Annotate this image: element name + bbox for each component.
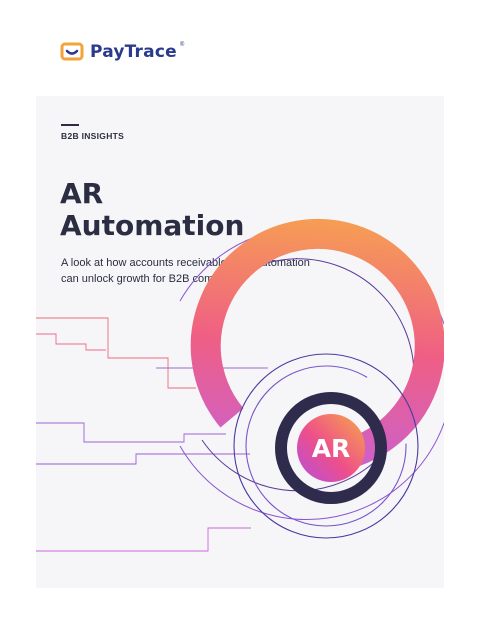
eyebrow-label: B2B INSIGHTS: [61, 131, 125, 141]
circuit-line-1: [36, 317, 196, 389]
brand-trademark: ®: [179, 42, 185, 48]
ar-illustration: AR: [36, 218, 444, 552]
cover-panel: B2B INSIGHTS AR Automation A look at how…: [36, 96, 444, 588]
circuit-line-5: [36, 527, 251, 552]
navy-ring: [275, 392, 387, 504]
circuit-line-4: [36, 453, 250, 465]
ar-badge: [297, 414, 365, 482]
circuit-line-3: [36, 422, 226, 443]
paytrace-logo: PayTrace ®: [60, 40, 187, 64]
paytrace-logo-icon: [60, 42, 84, 61]
inner-ring-1: [233, 353, 419, 539]
title-line-1: AR: [60, 177, 104, 210]
inner-ring-2: [245, 365, 407, 527]
circuit-lines: [36, 317, 268, 552]
eyebrow-rule: [61, 124, 79, 126]
circuit-line-2: [36, 333, 106, 351]
ar-badge-label: AR: [312, 434, 351, 463]
brand-name: PayTrace: [90, 42, 177, 62]
title-line-2: Automation: [60, 209, 245, 242]
subtitle-line-2: can unlock growth for B2B companies: [61, 273, 246, 285]
cover-title: AR Automation: [60, 178, 244, 242]
